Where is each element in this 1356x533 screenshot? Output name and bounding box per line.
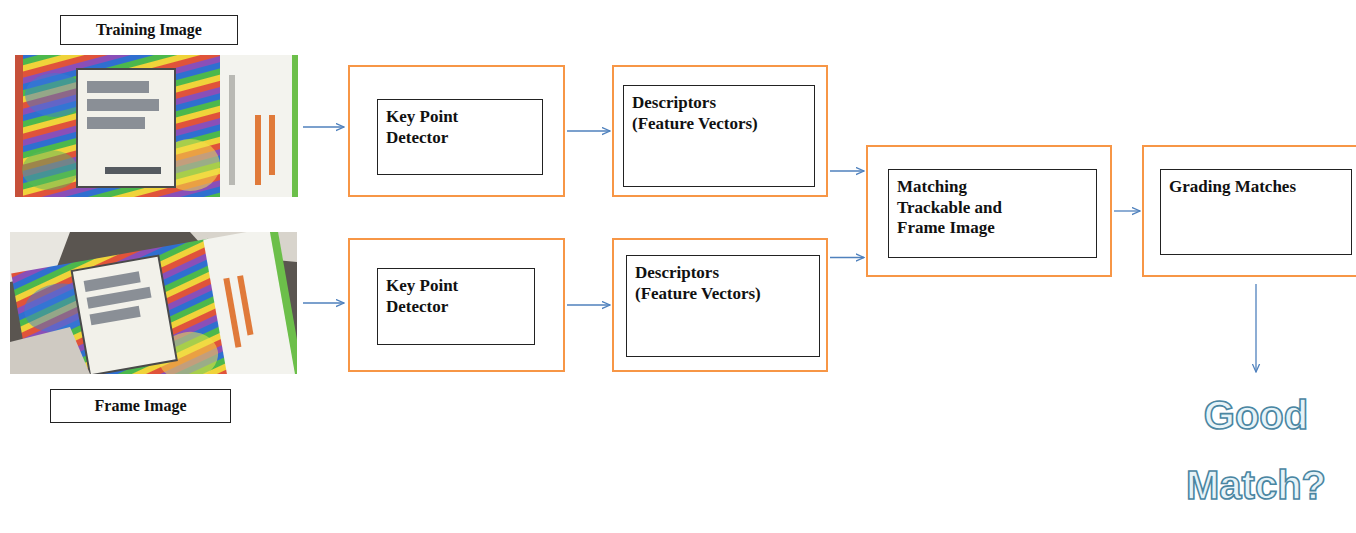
frame-photo: [10, 232, 297, 374]
print-mark: [229, 75, 235, 185]
flow-arrow: [830, 257, 864, 258]
print-mark: [223, 278, 241, 348]
title-mark: [87, 117, 145, 129]
process-box: Grading Matches: [1142, 145, 1356, 277]
box-text: Key Point Detector: [386, 276, 498, 317]
flow-arrow: [830, 170, 864, 171]
back-strip: [220, 55, 298, 197]
training-photo: [15, 55, 298, 197]
print-mark: [269, 115, 275, 175]
title-mark: [90, 306, 141, 326]
box-text: Training Image: [96, 20, 202, 40]
paper-sheet: [10, 327, 90, 374]
input-arrow: [303, 302, 344, 303]
process-box: Key Point Detector: [348, 238, 565, 372]
title-mark: [87, 81, 149, 93]
image-label: Training Image: [60, 15, 238, 45]
dye-blot: [22, 150, 78, 190]
inner-box: Descriptors (Feature Vectors): [626, 255, 820, 357]
title-panel: [77, 69, 175, 187]
title-panel: [72, 256, 177, 374]
inner-box: Matching Trackable and Frame Image: [888, 169, 1097, 258]
green-bar: [292, 55, 298, 197]
process-box: Descriptors (Feature Vectors): [612, 65, 828, 197]
inner-box: Grading Matches: [1160, 169, 1352, 255]
title-mark: [87, 99, 159, 111]
input-arrow: [303, 126, 344, 127]
book-edge: [15, 55, 23, 197]
inner-box: Descriptors (Feature Vectors): [623, 85, 815, 187]
photo-ground: [15, 55, 298, 197]
book-cover: [23, 55, 223, 197]
author-mark: [105, 167, 161, 174]
flow-arrow: [1114, 210, 1140, 211]
box-text: Grading Matches: [1169, 177, 1341, 198]
title-mark: [84, 271, 141, 292]
process-box: Matching Trackable and Frame Image: [866, 145, 1112, 277]
flow-arrow: [567, 130, 610, 131]
image-label: Frame Image: [50, 389, 231, 423]
green-bar: [269, 232, 297, 374]
title-mark: [87, 287, 152, 309]
box-text: Matching Trackable and Frame Image: [897, 177, 1023, 239]
inner-box: Key Point Detector: [377, 99, 543, 175]
inner-box: Key Point Detector: [377, 268, 535, 345]
outline-caption: Good Match?: [1166, 380, 1346, 520]
result-arrow: [1255, 284, 1256, 372]
flow-arrow: [567, 304, 610, 305]
box-text: Descriptors (Feature Vectors): [632, 93, 772, 134]
print-mark: [237, 275, 253, 335]
box-text: Descriptors (Feature Vectors): [635, 263, 775, 304]
process-box: Key Point Detector: [348, 65, 565, 197]
print-mark: [255, 115, 261, 185]
back-strip: [203, 232, 297, 374]
box-text: Key Point Detector: [386, 107, 498, 148]
process-box: Descriptors (Feature Vectors): [612, 238, 828, 372]
box-text: Frame Image: [95, 396, 187, 416]
